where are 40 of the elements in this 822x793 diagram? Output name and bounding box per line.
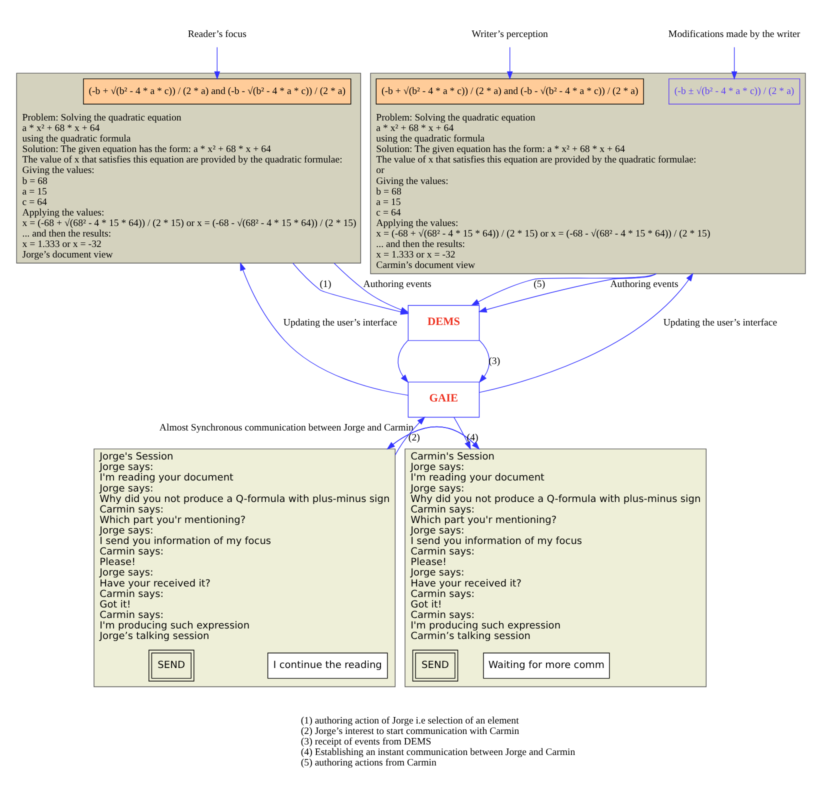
node-text: Modifications made by the writer bbox=[668, 29, 800, 40]
edge-label: Authoring events bbox=[610, 279, 678, 290]
node-box: SEND bbox=[412, 650, 458, 682]
edge-label: Updating the user’s interface bbox=[283, 318, 398, 329]
node-box: GAIE bbox=[408, 382, 480, 418]
edge-label: (2) bbox=[408, 432, 420, 444]
arrow bbox=[454, 416, 471, 450]
arrow bbox=[394, 416, 426, 456]
node-label: Jorge’s talking session bbox=[100, 631, 210, 642]
node-box: Waiting for more comm bbox=[483, 652, 610, 679]
arrow bbox=[478, 340, 490, 383]
node-label: Jorge’s document view bbox=[22, 250, 113, 261]
node-label: Carmin’s talking session bbox=[410, 631, 531, 642]
edge-label: (1) bbox=[320, 279, 332, 290]
node-box: (-b + √(b² - 4 * a * c)) / (2 * a) and (-b - √(b² - 4 * a * c)) / (2 * a) bbox=[376, 78, 644, 104]
edge-label: Almost Synchronous communication between Jorge and Carmin bbox=[159, 422, 414, 434]
node-box: DEMS bbox=[408, 305, 480, 341]
node-box: I continue the reading bbox=[267, 652, 388, 679]
arrow bbox=[731, 46, 738, 80]
node-text: Reader’s focus bbox=[188, 29, 246, 40]
node-box: (-b + √(b² - 4 * a * c)) / (2 * a) and (-b - √(b² - 4 * a * c)) / (2 * a) bbox=[83, 78, 352, 104]
arrow bbox=[478, 273, 657, 313]
arrow bbox=[398, 340, 409, 383]
label: (3) receipt of events from DEMS bbox=[300, 736, 432, 748]
label: (5) authoring actions from Carmin bbox=[300, 758, 436, 769]
edge-label: (5) bbox=[534, 279, 546, 290]
edge-label: Updating the user’s interface bbox=[663, 318, 778, 329]
node-text: Writer’s perception bbox=[472, 29, 548, 40]
node-box: (-b ± √(b² - 4 * a * c)) / (2 * a) bbox=[668, 78, 800, 104]
node-label: Carmin’s document view bbox=[376, 260, 476, 272]
arrow bbox=[214, 46, 220, 80]
label: (4) Establishing an instant communication between Jorge and Carmin bbox=[300, 747, 576, 758]
arrow bbox=[334, 262, 410, 313]
label: (1) authoring action of Jorge i.e selection of an element bbox=[300, 715, 519, 726]
arrow bbox=[506, 46, 513, 80]
edge-label: Authoring events bbox=[363, 279, 432, 290]
arrow bbox=[479, 272, 694, 393]
edge-label: (4) bbox=[466, 432, 478, 444]
label: (2) Jorge’s interest to start communication with Carmin bbox=[300, 726, 520, 738]
node-box: SEND bbox=[148, 650, 194, 682]
